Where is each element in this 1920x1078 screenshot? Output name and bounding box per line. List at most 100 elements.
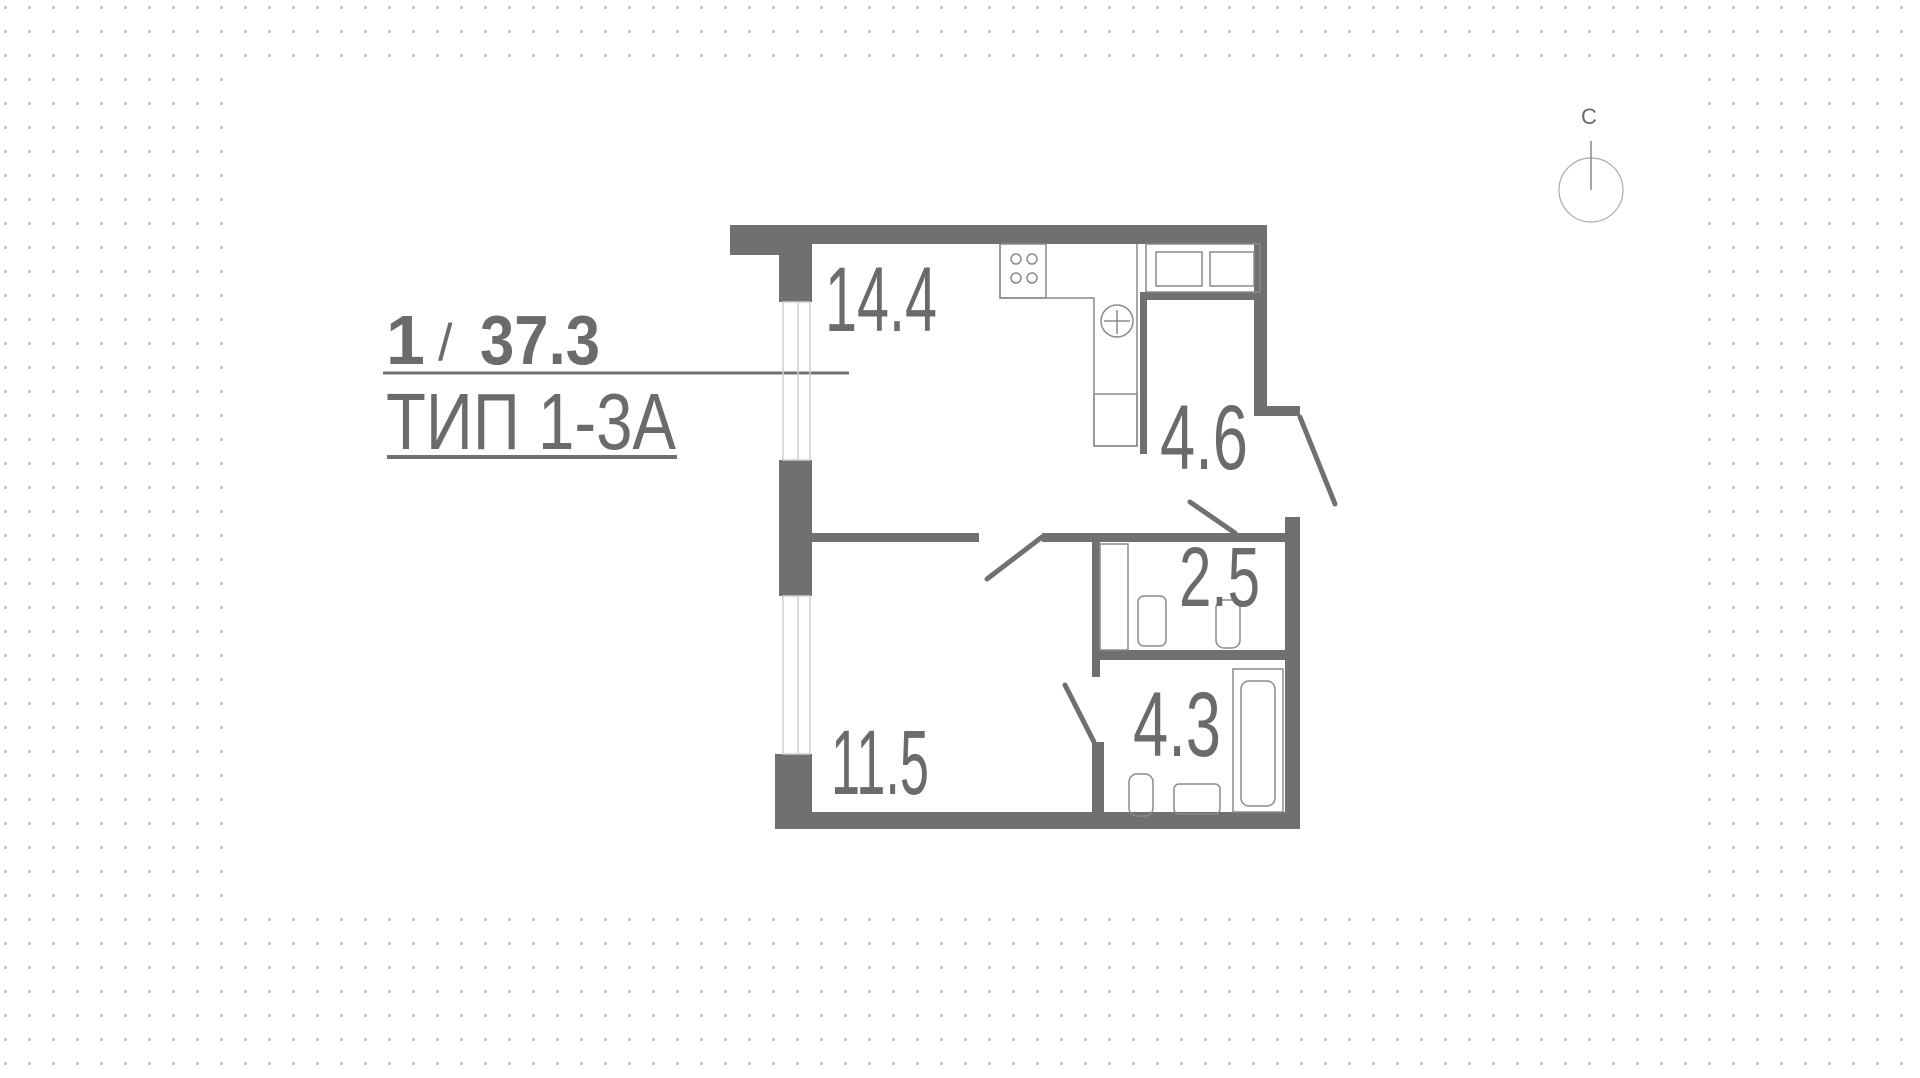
grid-dot <box>1804 462 1807 465</box>
grid-dot <box>1708 630 1711 633</box>
grid-dot <box>940 1014 943 1017</box>
grid-dot <box>172 510 175 513</box>
grid-dot <box>76 270 79 273</box>
grid-dot <box>1900 462 1903 465</box>
grid-dot <box>1516 30 1519 33</box>
grid-dot <box>1684 1038 1687 1041</box>
grid-dot <box>196 630 199 633</box>
grid-dot <box>172 198 175 201</box>
grid-dot <box>1612 54 1615 57</box>
grid-dot <box>196 966 199 969</box>
grid-dot <box>220 702 223 705</box>
grid-dot <box>1636 30 1639 33</box>
grid-dot <box>1900 1014 1903 1017</box>
grid-dot <box>940 990 943 993</box>
grid-dot <box>628 1014 631 1017</box>
grid-dot <box>28 150 31 153</box>
grid-dot <box>1876 918 1879 921</box>
grid-dot <box>1708 726 1711 729</box>
grid-dot <box>220 606 223 609</box>
total-area: 37.3 <box>480 301 600 379</box>
grid-dot <box>4 342 7 345</box>
grid-dot <box>676 1014 679 1017</box>
grid-dot <box>4 1062 7 1065</box>
grid-dot <box>1708 582 1711 585</box>
grid-dot <box>316 966 319 969</box>
grid-dot <box>1852 30 1855 33</box>
grid-dot <box>316 6 319 9</box>
grid-dot <box>1732 78 1735 81</box>
grid-dot <box>1828 870 1831 873</box>
grid-dot <box>1828 318 1831 321</box>
grid-dot <box>1468 1014 1471 1017</box>
grid-dot <box>1444 942 1447 945</box>
grid-dot <box>220 318 223 321</box>
grid-dot <box>1876 774 1879 777</box>
grid-dot <box>532 966 535 969</box>
grid-dot <box>148 558 151 561</box>
grid-dot <box>748 1038 751 1041</box>
grid-dot <box>1156 6 1159 9</box>
grid-dot <box>1252 30 1255 33</box>
grid-dot <box>1900 510 1903 513</box>
grid-dot <box>748 30 751 33</box>
grid-dot <box>964 1038 967 1041</box>
grid-dot <box>1036 6 1039 9</box>
grid-dot <box>796 1038 799 1041</box>
grid-dot <box>28 294 31 297</box>
grid-dot <box>52 6 55 9</box>
grid-dot <box>100 294 103 297</box>
grid-dot <box>196 774 199 777</box>
grid-dot <box>964 30 967 33</box>
grid-dot <box>52 1014 55 1017</box>
grid-dot <box>1204 6 1207 9</box>
grid-dot <box>28 726 31 729</box>
grid-dot <box>580 54 583 57</box>
grid-dot <box>52 438 55 441</box>
grid-dot <box>1732 1014 1735 1017</box>
grid-dot <box>196 726 199 729</box>
grid-dot <box>628 30 631 33</box>
grid-dot <box>1420 966 1423 969</box>
grid-dot <box>1540 966 1543 969</box>
grid-dot <box>508 6 511 9</box>
room-area-hallway: 4.6 <box>1160 387 1248 489</box>
grid-dot <box>1852 630 1855 633</box>
grid-dot <box>1900 630 1903 633</box>
grid-dot <box>1828 1038 1831 1041</box>
grid-dot <box>1612 1014 1615 1017</box>
grid-dot <box>28 462 31 465</box>
grid-dot <box>4 150 7 153</box>
grid-dot <box>580 1014 583 1017</box>
grid-dot <box>1636 1038 1639 1041</box>
grid-dot <box>148 414 151 417</box>
grid-dot <box>796 918 799 921</box>
grid-dot <box>388 1014 391 1017</box>
grid-dot <box>412 6 415 9</box>
grid-dot <box>1828 390 1831 393</box>
grid-dot <box>28 246 31 249</box>
grid-dot <box>1084 990 1087 993</box>
grid-dot <box>100 174 103 177</box>
grid-dot <box>1900 558 1903 561</box>
grid-dot <box>1852 846 1855 849</box>
grid-dot <box>268 918 271 921</box>
grid-dot <box>1900 702 1903 705</box>
grid-dot <box>1300 942 1303 945</box>
grid-dot <box>796 54 799 57</box>
grid-dot <box>244 6 247 9</box>
grid-dot <box>52 822 55 825</box>
grid-dot <box>1060 6 1063 9</box>
grid-dot <box>28 78 31 81</box>
grid-dot <box>1204 918 1207 921</box>
grid-dot <box>580 918 583 921</box>
grid-dot <box>1780 630 1783 633</box>
grid-dot <box>196 870 199 873</box>
grid-dot <box>100 966 103 969</box>
grid-dot <box>1108 918 1111 921</box>
grid-dot <box>1804 126 1807 129</box>
grid-dot <box>1372 54 1375 57</box>
grid-dot <box>388 990 391 993</box>
grid-dot <box>1492 990 1495 993</box>
grid-dot <box>1900 894 1903 897</box>
